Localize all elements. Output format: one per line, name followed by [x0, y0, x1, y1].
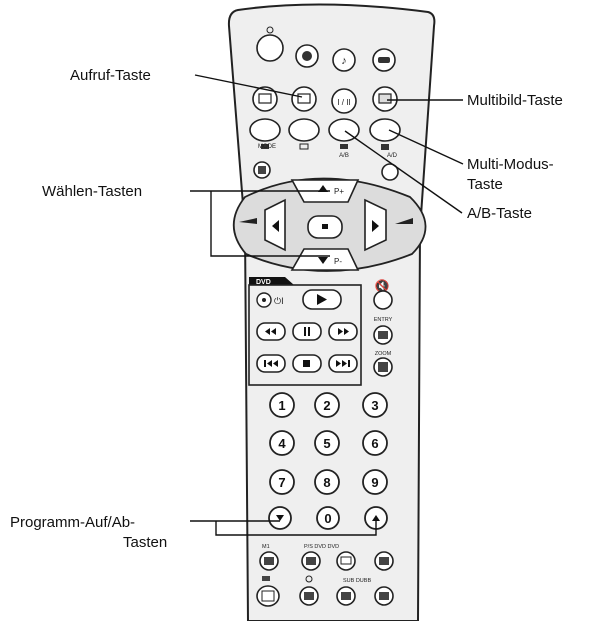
volume-down-icon [239, 218, 257, 224]
ad-small-label: A/D [387, 153, 398, 159]
p-minus-button[interactable]: P- [290, 248, 360, 271]
mute-button[interactable] [373, 290, 393, 310]
rewind-button[interactable] [256, 322, 286, 341]
number-2-button[interactable]: 2 [314, 392, 340, 418]
svg-text:3: 3 [371, 398, 378, 413]
dvd-power-icon: ⏻I [274, 296, 284, 306]
svg-text:P+: P+ [334, 187, 344, 196]
svg-text:I / II: I / II [337, 98, 350, 107]
number-1-button[interactable]: 1 [269, 392, 295, 418]
programm-label-line2: Tasten [123, 534, 168, 551]
ok-button[interactable] [307, 215, 343, 239]
multi-modus-button[interactable] [369, 118, 401, 142]
programm-leader-bottom [215, 520, 377, 536]
number-4-button[interactable]: 4 [269, 430, 295, 456]
svg-text:6: 6 [371, 436, 378, 451]
aufruf-leader [194, 74, 303, 98]
dvd-tab [249, 277, 294, 285]
multi-modus-leader [388, 129, 464, 165]
music-button[interactable]: ♪ [332, 48, 356, 72]
guide-button[interactable] [372, 48, 396, 72]
multibild-taste-label: Multibild-Taste [467, 92, 563, 109]
program-down-button[interactable] [268, 506, 292, 530]
volume-left-button[interactable] [264, 198, 286, 252]
zoom-small-label: ZOOM [375, 351, 392, 357]
ab-leader [344, 130, 463, 214]
entry-small-label: ENTRY [374, 317, 393, 323]
tv-button[interactable] [295, 44, 319, 68]
bottom-button-5[interactable] [256, 585, 280, 607]
fast-forward-button[interactable] [328, 322, 358, 341]
previous-button[interactable] [256, 354, 286, 373]
multi-modus-icon [381, 144, 389, 150]
programm-label-line1: Programm-Auf/Ab- [10, 514, 136, 531]
volume-up-icon [395, 218, 413, 224]
mute-icon: 🔇 [375, 279, 390, 293]
stop-button[interactable] [292, 354, 322, 373]
multi-modus-label-line2: Taste [467, 176, 503, 193]
aufruf-button[interactable] [291, 86, 317, 112]
teletext-button[interactable]: I / II [331, 88, 357, 114]
ab-small-label: A/B [339, 153, 349, 159]
svg-text:1: 1 [278, 398, 285, 413]
power-button[interactable] [256, 26, 284, 62]
green-label-icon [299, 143, 309, 150]
number-6-button[interactable]: 6 [362, 430, 388, 456]
input-button[interactable] [252, 86, 278, 112]
bottom-button-3[interactable] [336, 551, 356, 571]
ab-icon [340, 144, 348, 149]
svg-text:8: 8 [323, 475, 330, 490]
subtitle-icon [262, 576, 270, 581]
callout-lines [190, 74, 464, 536]
waehlen-tasten-label: Wählen-Tasten [42, 183, 143, 200]
waehlen-leader-bottom [210, 191, 330, 257]
play-button[interactable] [302, 289, 342, 310]
help-button[interactable] [381, 163, 399, 181]
pause-button[interactable] [292, 322, 322, 341]
svg-text:2: 2 [323, 398, 330, 413]
svg-text:9: 9 [371, 475, 378, 490]
volume-right-button[interactable] [364, 198, 387, 252]
number-5-button[interactable]: 5 [314, 430, 340, 456]
music-note-icon: ♪ [341, 55, 347, 67]
remote-body [227, 3, 436, 621]
svg-text:P-: P- [334, 257, 342, 266]
number-7-button[interactable]: 7 [269, 469, 295, 495]
number-pad: 1 2 3 4 5 6 7 8 9 [269, 392, 388, 495]
number-0-button[interactable]: 0 [316, 506, 340, 530]
green-button[interactable] [288, 118, 320, 142]
progs-small-label: P/S DVD DVD [304, 544, 339, 550]
sub-small-label: SUB DUBB [343, 578, 371, 584]
dvd-label: DVD [256, 279, 271, 286]
red-button[interactable] [249, 118, 281, 142]
svg-text:7: 7 [278, 475, 285, 490]
svg-text:0: 0 [324, 511, 331, 526]
dvd-panel [248, 284, 362, 386]
clock-icon [305, 575, 313, 583]
ab-taste-label: A/B-Taste [467, 205, 533, 222]
aufruf-taste-label: Aufruf-Taste [70, 67, 151, 84]
number-9-button[interactable]: 9 [362, 469, 388, 495]
number-8-button[interactable]: 8 [314, 469, 340, 495]
multi-modus-label-line1: Multi-Modus- [467, 156, 554, 173]
svg-text:5: 5 [323, 436, 330, 451]
next-button[interactable] [328, 354, 358, 373]
m1-small-label: M1 [262, 544, 270, 550]
mode-small-label: MODE [258, 144, 276, 150]
red-label-icon [261, 144, 269, 149]
multibild-button[interactable] [372, 86, 398, 112]
svg-text:4: 4 [278, 436, 286, 451]
number-3-button[interactable]: 3 [362, 392, 388, 418]
